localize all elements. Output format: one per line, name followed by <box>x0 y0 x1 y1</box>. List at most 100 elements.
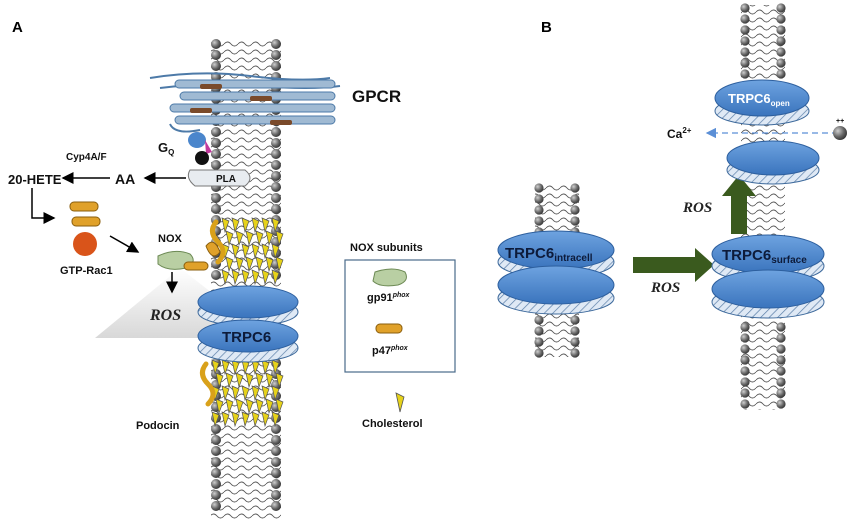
lipid-head <box>534 326 544 336</box>
lipid-head <box>534 194 544 204</box>
cholesterol-molecule <box>265 230 274 247</box>
membrane-b2 <box>740 3 786 410</box>
lipid-head <box>211 446 221 456</box>
lipid-head <box>740 36 750 46</box>
lipid-head <box>211 501 221 511</box>
cholesterol-molecule <box>271 385 280 402</box>
cholesterol-molecule <box>231 243 240 260</box>
trpc6-open-channel <box>714 79 810 126</box>
ros-label-b2: ROS <box>682 200 712 216</box>
lipid-head <box>211 435 221 445</box>
lipid-head <box>534 205 544 215</box>
lipid-head <box>211 204 221 214</box>
lipid-head <box>271 171 281 181</box>
calcium-ion <box>833 126 847 140</box>
cholesterol-molecule <box>251 217 260 234</box>
lipid-head <box>776 58 786 68</box>
lipid-head <box>570 337 580 347</box>
cholesterol-molecule <box>261 411 270 428</box>
cholesterol-molecule <box>221 269 230 286</box>
rac1-cluster <box>69 201 101 256</box>
cholesterol-label: Cholesterol <box>362 418 423 430</box>
lipid-head <box>776 366 786 376</box>
lipid-head <box>211 457 221 467</box>
lipid-head <box>776 69 786 79</box>
cholesterol-molecule <box>235 372 244 389</box>
lipid-head <box>271 501 281 511</box>
cholesterol-molecule <box>245 372 254 389</box>
cholesterol-molecule <box>261 385 270 402</box>
nox-subunits-title: NOX subunits <box>350 242 423 254</box>
lipid-head <box>271 50 281 60</box>
cholesterol-molecule <box>221 217 230 234</box>
podocin-cholesterol-lower <box>200 359 284 428</box>
cholesterol-molecule <box>251 243 260 260</box>
cholesterol-molecule <box>231 217 240 234</box>
trpc6-surface-label: TRPC6surface <box>722 247 807 266</box>
ros-label-a: ROS <box>149 307 181 324</box>
gq-label: GQ <box>158 140 174 157</box>
lipid-head <box>776 14 786 24</box>
lipid-head <box>570 205 580 215</box>
cholesterol-molecule <box>215 398 224 415</box>
lipid-head <box>271 193 281 203</box>
lipid-head <box>740 69 750 79</box>
lipid-head <box>271 149 281 159</box>
lipid-head <box>740 58 750 68</box>
cholesterol-molecule <box>255 256 264 273</box>
trpc6-open-label: TRPC6open <box>728 91 790 108</box>
cholesterol-molecule <box>275 230 284 247</box>
cholesterol-molecule <box>231 411 240 428</box>
lipid-heads-b2 <box>740 3 786 409</box>
lipid-head <box>211 160 221 170</box>
pla-label: PLA <box>216 174 236 185</box>
pla-enzyme <box>187 169 251 187</box>
lipid-head <box>271 468 281 478</box>
cholesterol-legend-icon <box>395 392 405 413</box>
cholesterol-molecule <box>275 398 284 415</box>
lipid-head <box>740 366 750 376</box>
cholesterol-molecule <box>265 398 274 415</box>
podocin-protein <box>210 219 226 265</box>
gpcr-label: GPCR <box>352 87 401 106</box>
lipid-head <box>740 3 750 13</box>
ros-horizontal-arrow[interactable] <box>633 248 714 282</box>
lipid-head <box>271 446 281 456</box>
panel-label-a: A <box>12 19 23 36</box>
cholesterol-molecule <box>271 411 280 428</box>
lipid-head <box>776 333 786 343</box>
lipid-head <box>271 204 281 214</box>
cholesterol-molecule <box>275 256 284 273</box>
lipid-head <box>570 194 580 204</box>
ros-vertical-arrow[interactable] <box>722 175 756 234</box>
panel-label-b: B <box>541 19 552 36</box>
lipid-head <box>776 36 786 46</box>
lipid-head <box>271 490 281 500</box>
lipid-head <box>534 183 544 193</box>
lipid-head <box>776 355 786 365</box>
ca-label: Ca2+ <box>667 126 692 141</box>
trpc6-surface-channel <box>711 234 825 319</box>
cholesterol-molecule <box>225 372 234 389</box>
lipid-head <box>271 479 281 489</box>
lipid-head <box>211 50 221 60</box>
lipid-head <box>211 479 221 489</box>
p47-label: p47phox <box>372 345 409 357</box>
cholesterol-molecule <box>251 385 260 402</box>
cholesterol-molecule <box>211 359 220 376</box>
cholesterol-molecule <box>275 372 284 389</box>
cholesterol-molecule <box>221 411 230 428</box>
nox-label: NOX <box>158 233 183 245</box>
nox-subunits-legend <box>344 259 456 373</box>
lipid-head <box>271 39 281 49</box>
lipid-head <box>271 435 281 445</box>
gpcr-receptor <box>149 72 341 133</box>
nox-complex <box>157 241 221 271</box>
lipid-head <box>740 399 750 409</box>
lipid-head <box>740 355 750 365</box>
lipid-head <box>211 39 221 49</box>
g-protein <box>188 132 212 165</box>
lipid-head <box>570 216 580 226</box>
cholesterol-molecule <box>231 385 240 402</box>
